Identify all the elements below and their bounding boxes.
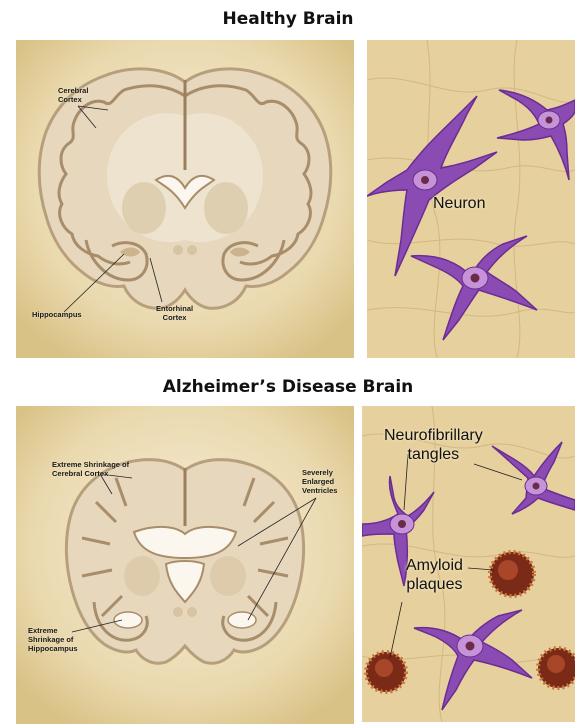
neuron-label: Neuron xyxy=(433,194,485,213)
extreme-shrinkage-cortex-label: Extreme Shrinkage of Cerebral Cortex xyxy=(52,460,129,478)
healthy-brain-section-illustration: Cerebral Cortex Hippocampus Entorhinal C… xyxy=(16,40,354,358)
alzheimers-neurons-illustration: Neurofibrillary tangles Amyloid plaques xyxy=(362,406,575,722)
hippocampus-label: Hippocampus xyxy=(32,310,82,319)
alzheimers-brain-title: Alzheimer’s Disease Brain xyxy=(0,377,576,397)
enlarged-ventricles-label: Severely Enlarged Ventricles xyxy=(302,468,337,495)
healthy-brain-title: Healthy Brain xyxy=(0,9,576,29)
cerebral-cortex-label: Cerebral Cortex xyxy=(58,86,88,104)
healthy-neurons-illustration: Neuron xyxy=(367,40,575,358)
neurofibrillary-tangles-label: Neurofibrillary tangles xyxy=(384,426,483,464)
alzheimers-brain-section-illustration: Extreme Shrinkage of Cerebral Cortex Sev… xyxy=(16,406,354,724)
amyloid-plaques-label: Amyloid plaques xyxy=(406,556,463,594)
extreme-shrinkage-hippocampus-label: Extreme Shrinkage of Hippocampus xyxy=(28,626,78,653)
entorhinal-cortex-label: Entorhinal Cortex xyxy=(156,304,193,322)
